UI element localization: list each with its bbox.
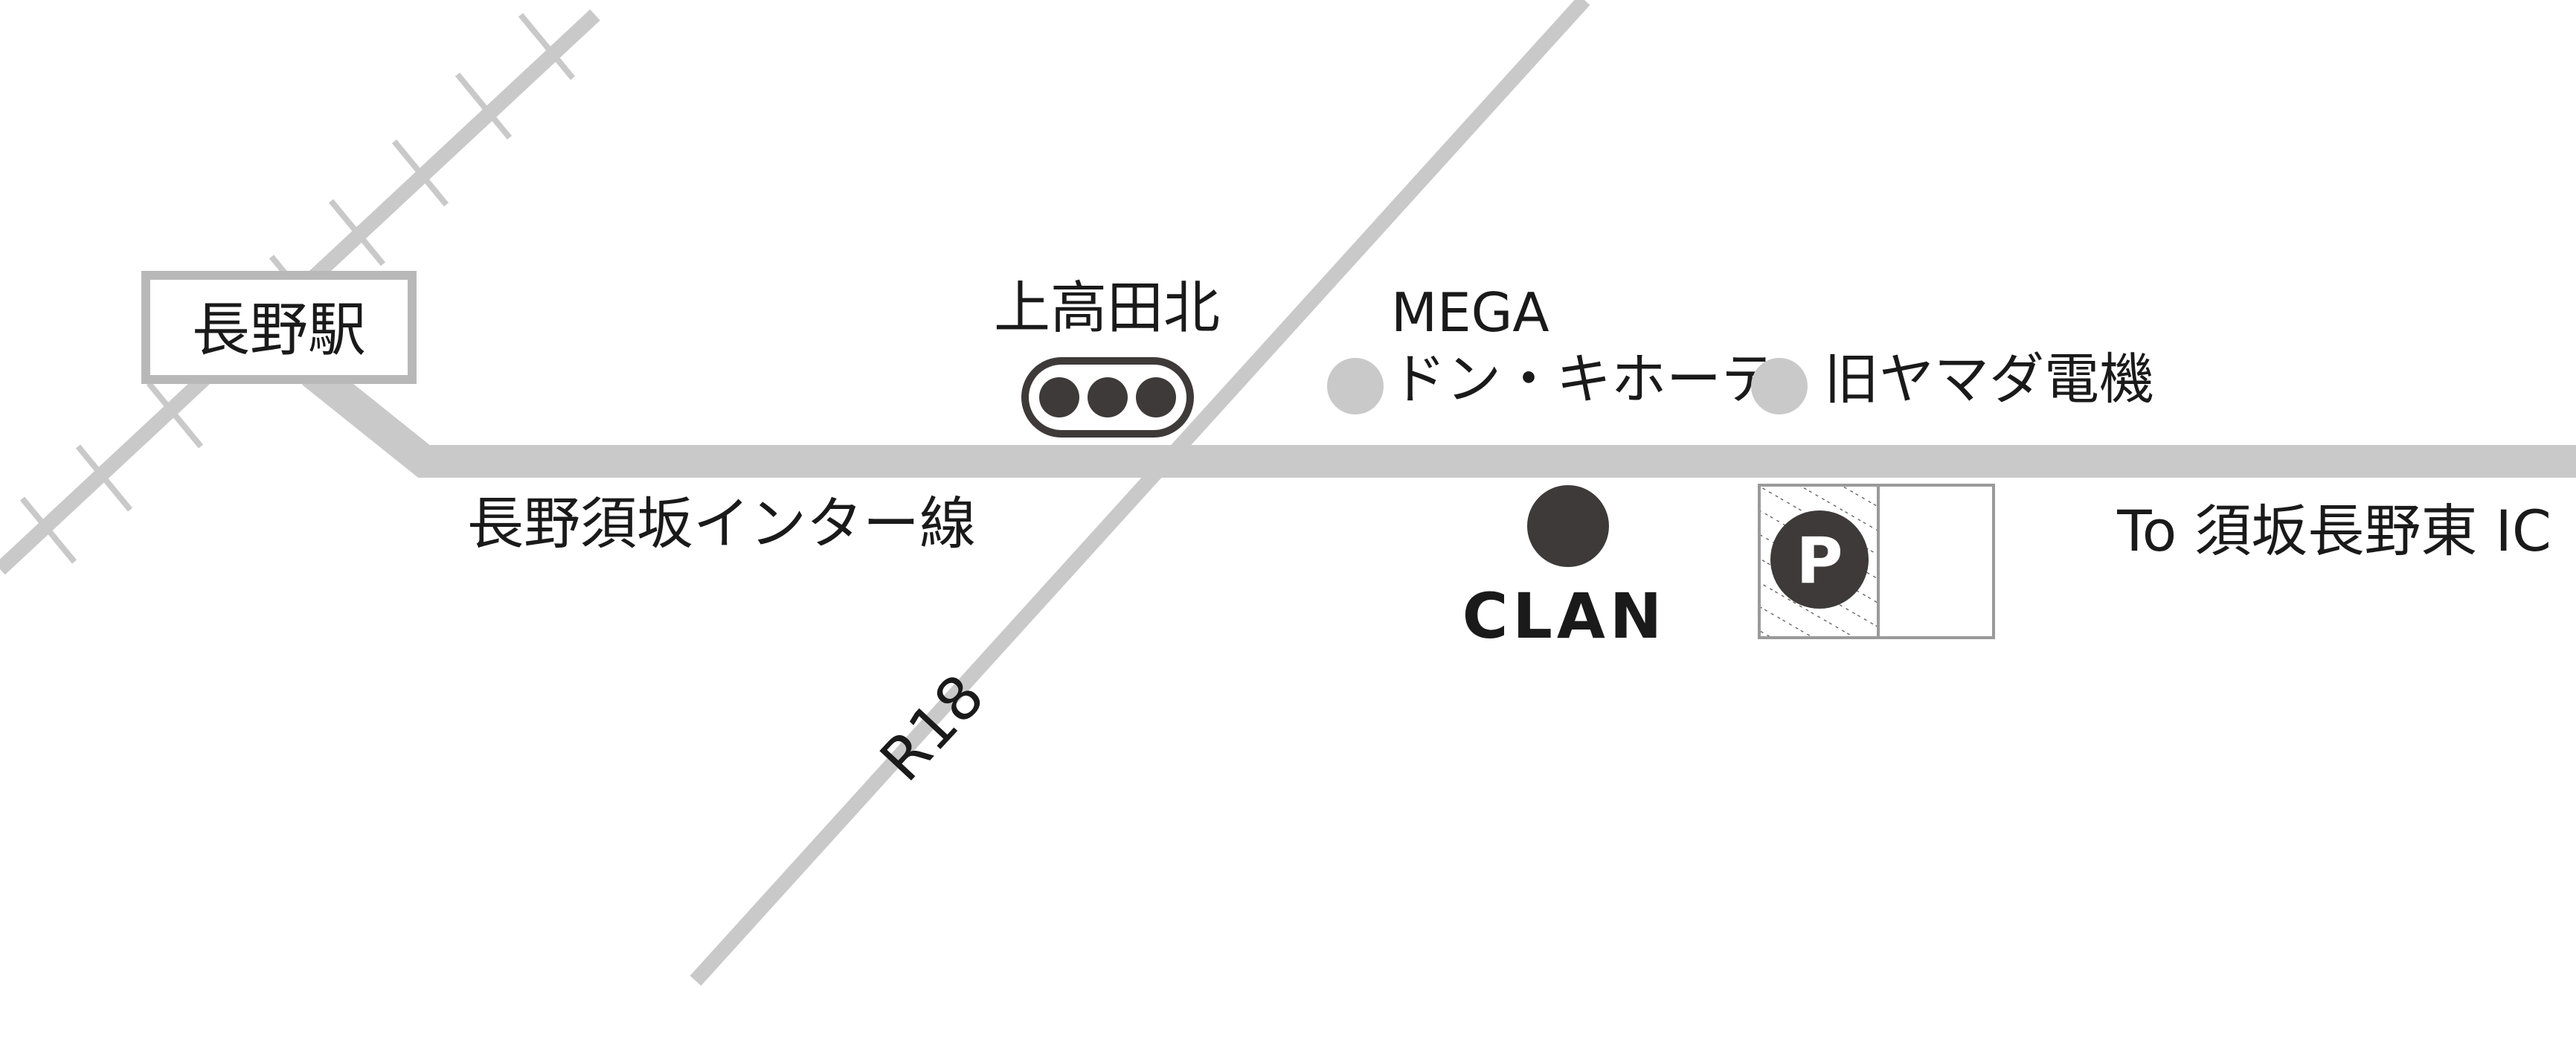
landmark-line2: ドン・キホーテ <box>1391 347 1776 411</box>
destination-clan: CLAN <box>1462 485 1666 653</box>
landmark-marker <box>1327 358 1384 414</box>
direction-label: To 須坂長野東 IC <box>2116 498 2551 564</box>
parking-area: P <box>1758 484 1995 639</box>
landmark-mega-donki: MEGA ドン・キホーテ <box>1327 281 1776 414</box>
intersection-kamitakada-kita: 上高田北 <box>994 275 1220 438</box>
intersection-label: 上高田北 <box>994 275 1220 341</box>
station-box <box>141 271 417 384</box>
parking-icon: P <box>1770 510 1869 609</box>
landmark-former-yamada: 旧ヤマダ電機 <box>1751 347 2154 414</box>
main-road-label: 長野須坂インター線 <box>467 490 976 557</box>
destination-marker <box>1527 485 1609 567</box>
landmark-line1: MEGA <box>1391 281 1549 344</box>
destination-label: CLAN <box>1462 580 1666 653</box>
landmark-marker <box>1751 358 1808 414</box>
station-label: 長野駅 <box>192 297 366 364</box>
station-marker: 長野駅 <box>141 271 417 384</box>
parking-glyph: P <box>1796 524 1843 598</box>
traffic-signal-icon <box>1021 357 1194 438</box>
r18-road <box>690 0 1590 986</box>
landmark-label: 旧ヤマダ電機 <box>1824 347 2154 411</box>
